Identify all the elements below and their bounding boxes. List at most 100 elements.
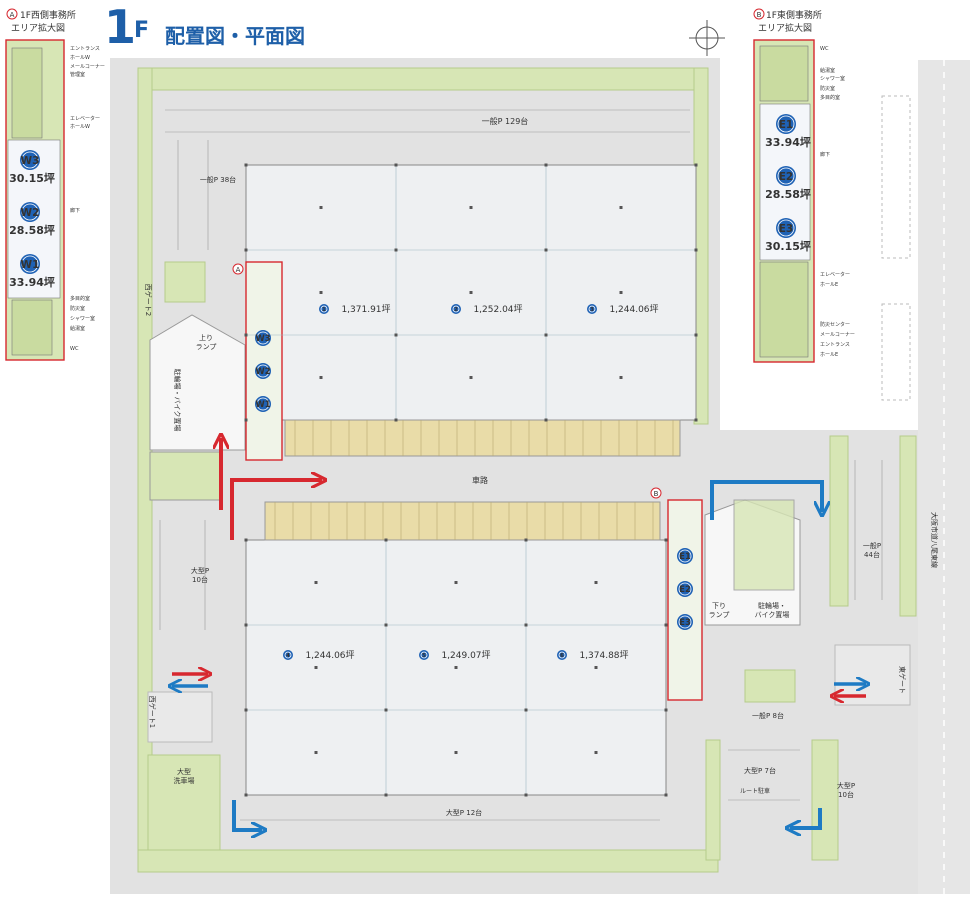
east-inset-label: 多目的室 xyxy=(820,94,840,101)
east-inset-label: エレベーター xyxy=(820,271,850,278)
label-large-p-west: 10台 xyxy=(192,575,208,584)
east-inset-map xyxy=(753,39,815,363)
east-unit-area-e2: 28.58坪 xyxy=(765,188,811,201)
west-inset-marker xyxy=(6,8,18,20)
west-unit-area-w3: 30.15坪 xyxy=(9,172,55,185)
west-unit-area-w1: 33.94坪 xyxy=(9,276,55,289)
west-ramp-building xyxy=(149,314,246,451)
east-inset-label: ホールE xyxy=(820,282,838,288)
warehouse-badge-6-label: 6 xyxy=(560,653,564,659)
warehouse-badge-5-label: 5 xyxy=(422,653,426,659)
label-parking-east: 一般P xyxy=(863,541,881,550)
warehouse-badge-3 xyxy=(587,304,597,314)
west-inset-label: 給湯室 xyxy=(70,325,85,332)
label-large-p-east: 大型P xyxy=(837,781,855,790)
label-large-p-south: 大型P 12台 xyxy=(446,808,482,817)
west-inset-label: 管理室 xyxy=(70,71,85,78)
warehouse-badge-2 xyxy=(451,304,461,314)
west-inset-label: エントランス xyxy=(70,46,100,52)
warehouse-badge-4-label: 4 xyxy=(286,653,290,659)
marker-b-icon xyxy=(650,487,662,499)
east-inset-caption-2: エリア拡大図 xyxy=(758,22,812,34)
west-unit-area-w2: 28.58坪 xyxy=(9,224,55,237)
office-badge-e3-label: E3 xyxy=(679,617,691,627)
warehouse-area-2: 1,252.04坪 xyxy=(473,304,522,315)
label-west-gate-2: 西ゲート2 xyxy=(144,284,153,316)
floor-suffix: F xyxy=(134,18,150,43)
west-unit-badge-w3-label: W3 xyxy=(21,155,40,167)
parking-north xyxy=(165,109,690,133)
west-unit-badge-w3 xyxy=(20,150,40,170)
office-badge-e1-label: E1 xyxy=(679,551,691,561)
east-inset-marker-label: B xyxy=(757,11,762,19)
west-inset-map xyxy=(5,39,65,361)
page-title: 配置図・平面図 xyxy=(165,24,305,48)
west-inset-label: エレベーター xyxy=(70,115,100,122)
west-inset-label: ホールW xyxy=(70,55,90,61)
warehouse-badge-4 xyxy=(283,650,293,660)
east-inset-label: WC xyxy=(820,46,829,52)
label-bike-parking-west: 駐輪場・バイク置場 xyxy=(173,369,182,432)
east-inset-label: ホールE xyxy=(820,352,838,358)
warehouse-badge-1 xyxy=(319,304,329,314)
label-road-name: 大阪市道八尾東線 xyxy=(930,512,939,568)
east-inset-label: 防災室 xyxy=(820,85,835,92)
north-compass-icon xyxy=(689,20,725,56)
east-unit-badge-e2-label: E2 xyxy=(779,171,793,183)
arrow-blue-1 xyxy=(710,480,822,520)
label-parking-nw: 一般P 38台 xyxy=(200,175,236,184)
label-parking-north: 一般P 129台 xyxy=(482,116,529,126)
warehouse-badge-5 xyxy=(419,650,429,660)
warehouse-area-1: 1,371.91坪 xyxy=(341,304,390,315)
west-inset-label: 防災室 xyxy=(70,305,85,312)
east-office-strip xyxy=(667,499,703,701)
west-inset-label: 多目的室 xyxy=(70,295,90,302)
west-inset-label: メールコーナー xyxy=(70,64,105,70)
east-inset-label: シャワー室 xyxy=(820,75,845,82)
east-inset-label: エントランス xyxy=(820,342,850,348)
east-inset-caption: 1F東側事務所 xyxy=(766,9,822,21)
east-unit-badge-e1 xyxy=(776,114,796,134)
east-unit-badge-e3 xyxy=(776,218,796,238)
west-inset-caption: 1F西側事務所 xyxy=(20,9,76,21)
parking-nw xyxy=(177,140,209,250)
arrow-red-2 xyxy=(230,480,322,540)
label-ramp-down: 下り xyxy=(712,602,726,610)
office-badge-e2-label: E2 xyxy=(679,584,691,594)
truck-berth-lower xyxy=(264,501,661,541)
marker-a-label: A xyxy=(236,266,241,274)
label-large-p-7: 大型P 7台 xyxy=(744,766,776,775)
warehouse-area-4: 1,244.06坪 xyxy=(305,650,354,661)
label-route-parking: ルート駐車 xyxy=(740,787,770,795)
label-east-gate: 東ゲート xyxy=(898,666,907,694)
label-wash-area: 洗車場 xyxy=(174,776,195,785)
label-west-gate-1: 西ゲート1 xyxy=(148,696,157,728)
label-bike-parking-east: 駐輪場・ xyxy=(758,601,786,610)
west-inset-label: WC xyxy=(70,346,79,352)
office-badge-w3-label: W3 xyxy=(255,333,270,343)
east-inset-marker xyxy=(753,8,765,20)
west-inset-label: シャワー室 xyxy=(70,315,95,322)
east-unit-area-e3: 30.15坪 xyxy=(765,240,811,253)
east-inset-label: 給湯室 xyxy=(820,67,835,74)
green-belt-south xyxy=(137,849,719,873)
west-unit-badge-w1-label: W1 xyxy=(21,259,40,271)
label-large-p-east: 10台 xyxy=(838,790,854,799)
warehouse-area-3: 1,244.06坪 xyxy=(609,304,658,315)
label-ramp-up: ランプ xyxy=(196,343,217,351)
east-inset-label: 防災センター xyxy=(820,321,850,328)
label-wash-area: 大型 xyxy=(177,767,191,776)
warehouse-area-6: 1,374.88坪 xyxy=(579,650,628,661)
west-inset-marker-label: A xyxy=(10,11,15,19)
arrow-blue-2 xyxy=(232,800,262,830)
label-large-p-west: 大型P xyxy=(191,566,209,575)
wash-area xyxy=(147,754,221,851)
marker-a-icon xyxy=(232,263,244,275)
arrow-blue-3 xyxy=(790,808,822,828)
label-parking-8: 一般P 8台 xyxy=(752,711,784,720)
label-parking-east: 44台 xyxy=(864,550,880,559)
label-bike-parking-east: バイク置場 xyxy=(755,610,790,619)
truck-berth-upper xyxy=(284,419,681,457)
west-inset-label: ホールW xyxy=(70,124,90,130)
east-unit-area-e1: 33.94坪 xyxy=(765,136,811,149)
